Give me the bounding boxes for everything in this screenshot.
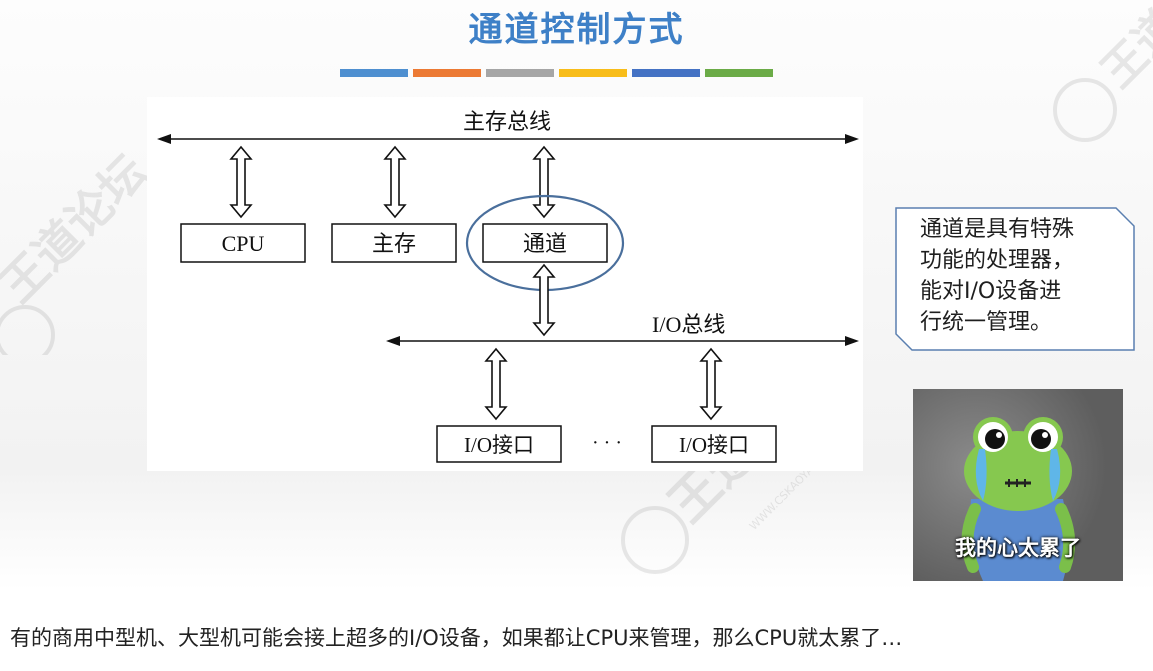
ellipsis-label: · · · <box>592 432 622 454</box>
crying-frog-illustration <box>961 417 1076 581</box>
bottom-caption: 有的商用中型机、大型机可能会接上超多的I/O设备，如果都让CPU来管理，那么CP… <box>10 626 903 650</box>
channel-iobus-arrow <box>533 264 555 336</box>
cpu-label: CPU <box>222 231 265 256</box>
color-bar <box>486 69 554 77</box>
cpu-bus-arrow <box>230 146 252 218</box>
channel-diagram: 主存总线 CPU 主存 通道 I/O总线 I/O接口 · · · I/ <box>147 97 863 471</box>
meme-caption: 我的心太累了 <box>955 536 1081 560</box>
main-memory-bus <box>157 134 859 144</box>
watermark-text: 王道论坛 <box>0 144 158 312</box>
color-bar <box>340 69 408 77</box>
callout-line: 通道是具有特殊 <box>920 217 1075 242</box>
color-bar <box>632 69 700 77</box>
callout-line: 行统一管理。 <box>920 310 1053 335</box>
color-bar <box>559 69 627 77</box>
io-interface-2-box <box>651 425 777 463</box>
io-interface-1-label: I/O接口 <box>464 433 534 457</box>
color-bar <box>413 69 481 77</box>
color-bar <box>705 69 773 77</box>
cpu-box <box>180 223 306 263</box>
main-bus-label: 主存总线 <box>463 109 551 134</box>
io-interface-2-label: I/O接口 <box>679 433 749 457</box>
channel-bus-arrow <box>533 146 555 218</box>
io-interface-2-arrow <box>700 348 722 420</box>
color-bars <box>340 69 773 77</box>
memory-box <box>331 223 457 263</box>
io-interface-1-box <box>436 425 562 463</box>
page-title: 通道控制方式 <box>468 10 685 50</box>
memory-bus-arrow <box>384 146 406 218</box>
io-bus-label: I/O总线 <box>652 312 725 337</box>
io-bus <box>386 336 859 346</box>
callout-line: 功能的处理器， <box>920 248 1075 273</box>
callout-line: 能对I/O设备进 <box>920 279 1062 304</box>
callout-text: 通道是具有特殊 功能的处理器， 能对I/O设备进 行统一管理。 <box>920 214 1074 338</box>
io-interface-1-arrow <box>485 348 507 420</box>
channel-label: 通道 <box>523 231 567 256</box>
channel-box <box>482 223 608 263</box>
callout-border <box>895 207 1135 351</box>
meme-image: 我的心太累了 <box>913 389 1123 581</box>
callout-box: 通道是具有特殊 功能的处理器， 能对I/O设备进 行统一管理。 <box>892 206 1136 352</box>
memory-label: 主存 <box>372 231 416 256</box>
